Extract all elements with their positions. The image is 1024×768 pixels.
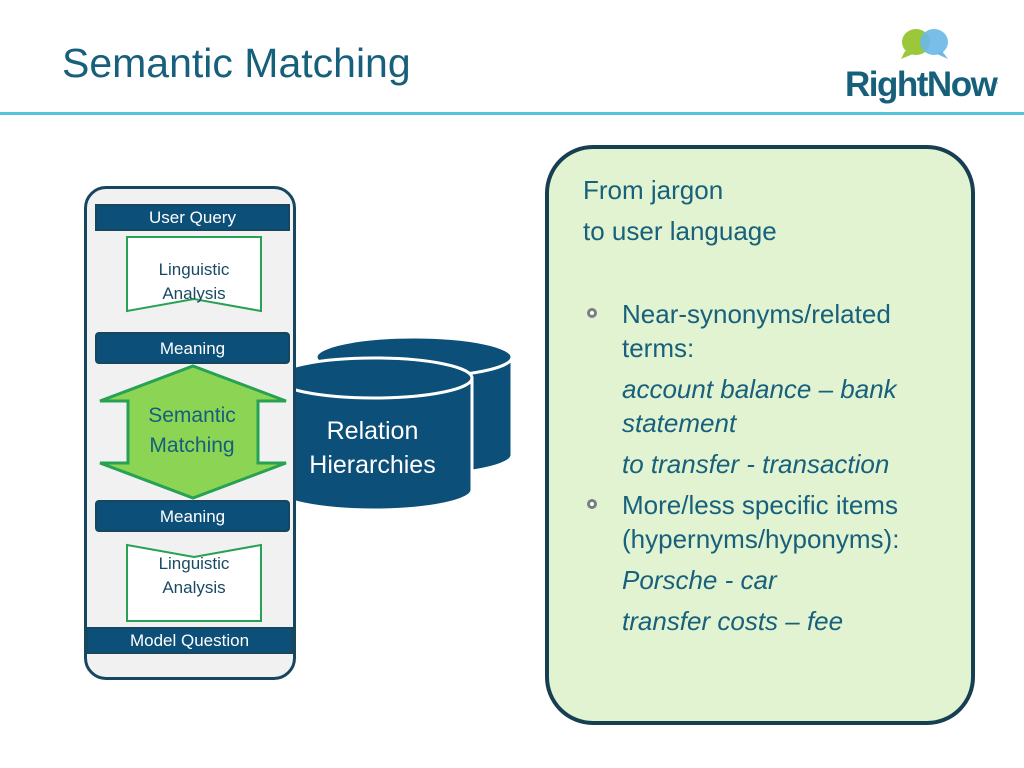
logo-wordmark: RightNow. [845,65,999,105]
hierarchies-line: Hierarchies [309,451,436,479]
meaning-top-bar: Meaning [95,332,290,364]
user-query-bar: User Query [95,204,290,231]
analysis-top-line-2: Analysis [162,284,226,303]
bullet-icon [587,308,597,318]
bullet-2-line-2: (hypernyms/hyponyms): [622,524,900,554]
slide-title: Semantic Matching [62,40,411,86]
linguistic-analysis-bottom-label: Linguistic Analysis [125,552,263,600]
example-4: transfer costs – fee [622,606,844,636]
bullet-1-line-1: Near-synonyms/related [622,299,891,329]
relation-line: Relation [326,417,419,445]
example-2: to transfer - transaction [622,449,890,479]
matching-line-2: Matching [149,434,235,457]
semantic-matching-arrow [99,364,287,500]
speech-bubbles-icon [901,29,948,59]
bullet-1-line-2: terms: [622,333,695,363]
linguistic-analysis-top-label: Linguistic Analysis [125,258,263,306]
model-question-bar: Model Question [86,627,293,654]
intro-line-1: From jargon [583,175,724,205]
logo-trademark: . [996,76,999,86]
meaning-bottom-bar: Meaning [95,500,290,532]
analysis-bottom-line-1: Linguistic [158,554,230,573]
analysis-top-line-1: Linguistic [158,260,230,279]
cylinder-front [274,356,474,512]
example-3: Porsche - car [622,565,777,595]
rightnow-logo: RightNow. [845,18,1005,108]
linguistic-analysis-bottom-shape [126,543,262,622]
bullet-2-line-1: More/less specific items [622,490,898,520]
semantic-matching-label: Semantic Matching [128,401,256,461]
analysis-bottom-line-2: Analysis [162,578,226,597]
example-1-line-1: account balance – bank [622,374,897,404]
logo-text: RightNow [845,65,998,104]
matching-line-1: Semantic [148,404,236,427]
linguistic-analysis-top-shape [126,236,262,313]
intro-line-2: to user language [583,216,777,246]
example-1-line-2: statement [622,408,737,438]
bullet-icon [587,499,597,509]
title-divider [0,112,1024,115]
relation-hierarchies-label: Relation Hierarchies [295,414,450,482]
explanation-panel [545,145,975,725]
